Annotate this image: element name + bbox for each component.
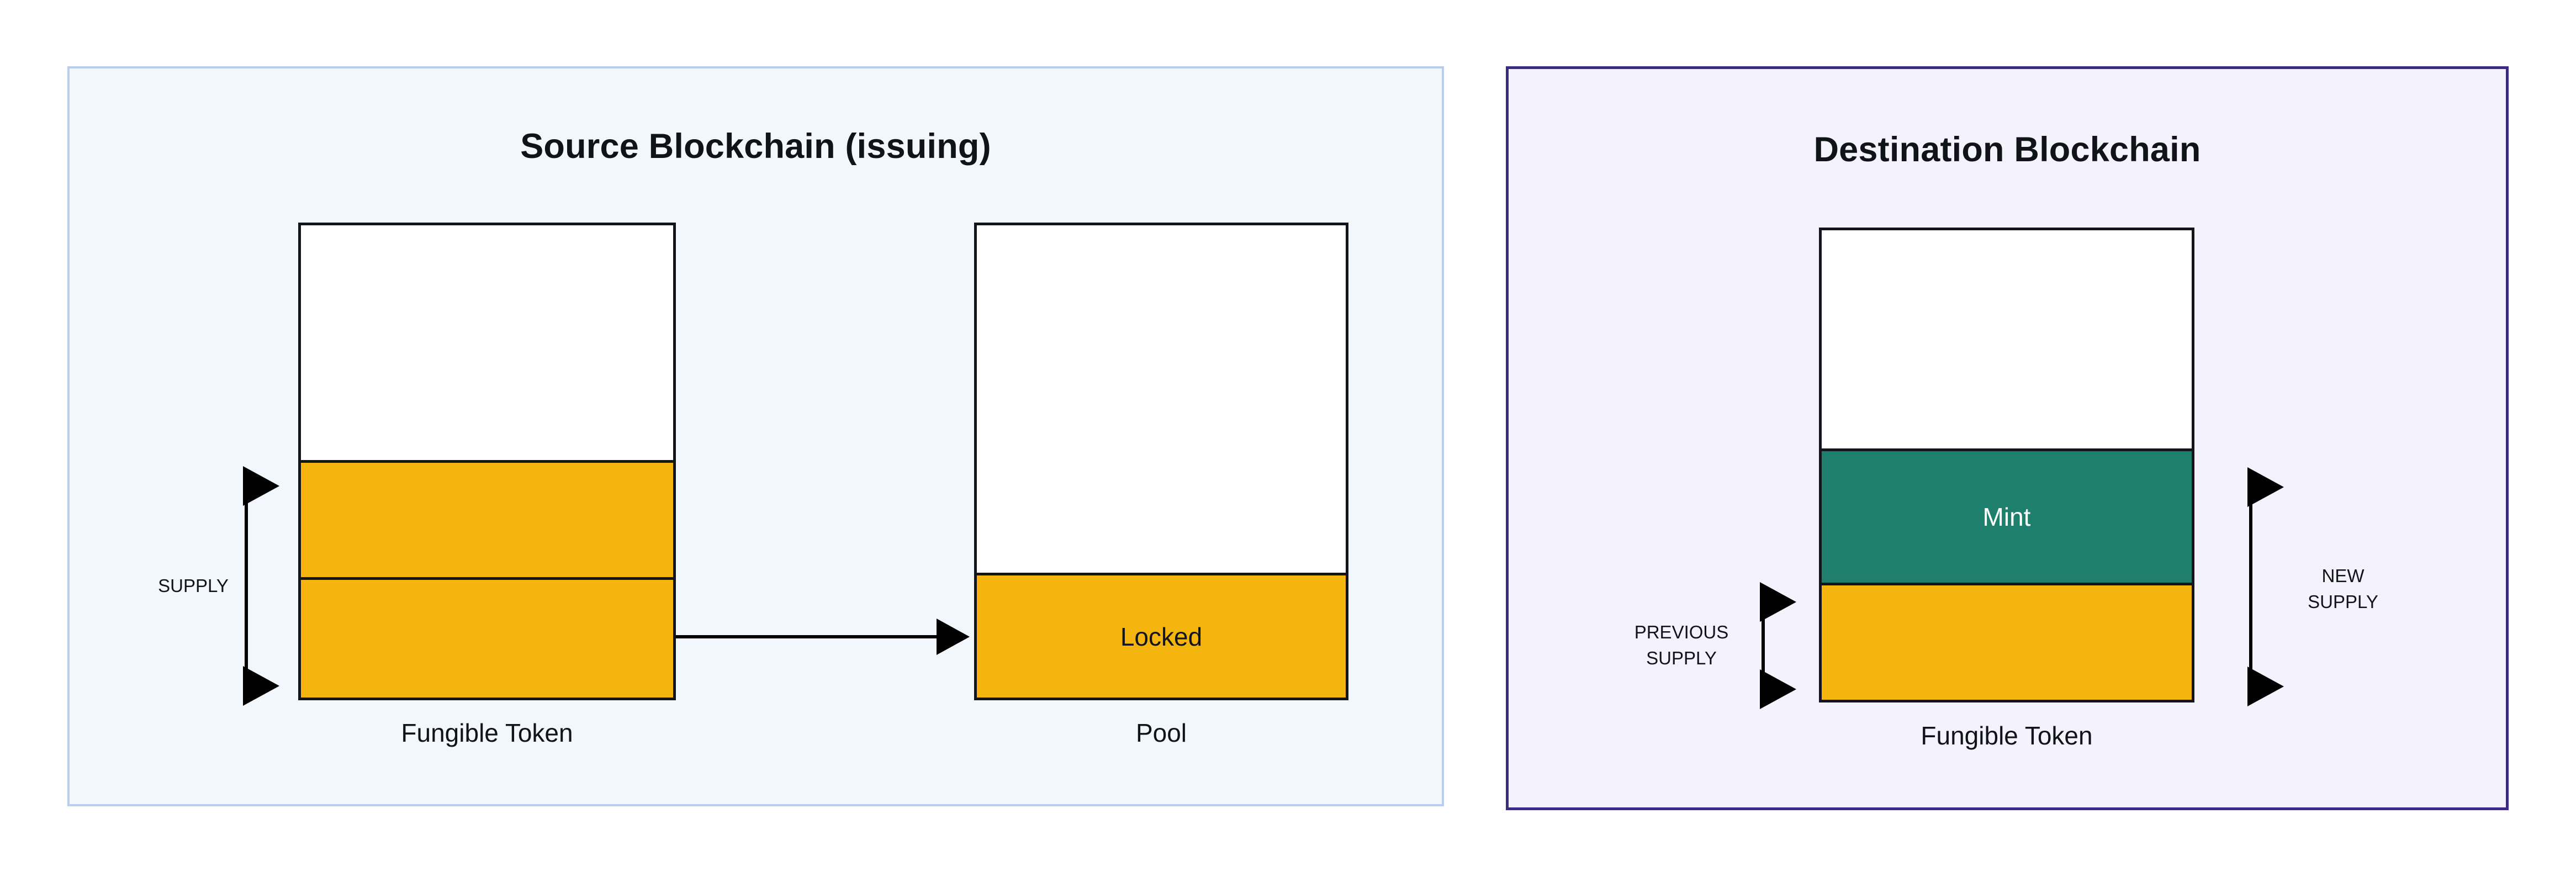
- source-pool-stack: Locked: [974, 223, 1348, 700]
- source-fungible-token-caption: Fungible Token: [401, 718, 573, 747]
- source-supply-bracket-label: SUPPLY: [158, 575, 229, 596]
- source-panel-title: Source Blockchain (issuing): [520, 127, 991, 166]
- destination-fungible-token-caption: Fungible Token: [1921, 721, 2093, 750]
- destination-panel-title: Destination Blockchain: [1813, 130, 2201, 169]
- destination-new-supply-label: NEW SUPPLY: [2308, 566, 2378, 612]
- source-pool-locked-label: Locked: [1120, 622, 1203, 651]
- source-token-segment-empty: [301, 225, 673, 460]
- source-fungible-token-stack: [298, 223, 676, 700]
- source-pool-caption: Pool: [1135, 718, 1187, 747]
- destination-token-mint-label: Mint: [1982, 503, 2031, 531]
- destination-previous-supply-label: PREVIOUS SUPPLY: [1634, 622, 1729, 668]
- source-pool-segment-empty: [977, 225, 1346, 573]
- source-token-segment-supply-lower: [301, 577, 673, 698]
- destination-fungible-token-stack: Mint: [1819, 228, 2194, 702]
- source-pool-segment-locked: Locked: [977, 573, 1346, 698]
- destination-token-segment-mint: Mint: [1822, 448, 2192, 583]
- destination-token-segment-previous-supply: [1822, 583, 2192, 700]
- destination-token-segment-empty: [1822, 230, 2192, 448]
- source-token-segment-supply-upper: [301, 460, 673, 577]
